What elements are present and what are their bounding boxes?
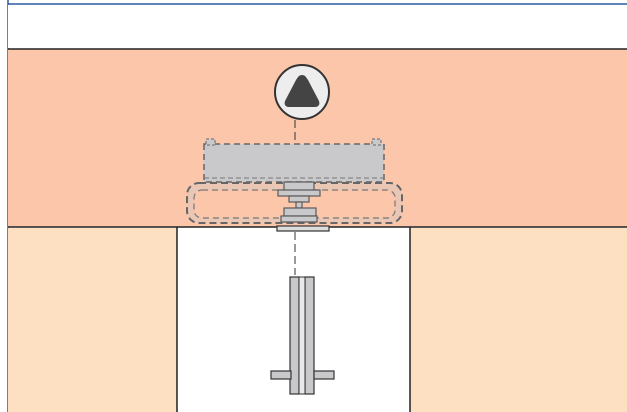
upper-block — [203, 138, 385, 183]
connector-stack — [277, 181, 321, 223]
base-plate — [276, 225, 330, 232]
anchor-bolt — [270, 276, 335, 395]
right-lower-panel — [410, 228, 627, 412]
top-strip — [8, 5, 627, 48]
left-lower-panel — [8, 228, 177, 412]
triangle-marker-icon — [274, 64, 330, 120]
